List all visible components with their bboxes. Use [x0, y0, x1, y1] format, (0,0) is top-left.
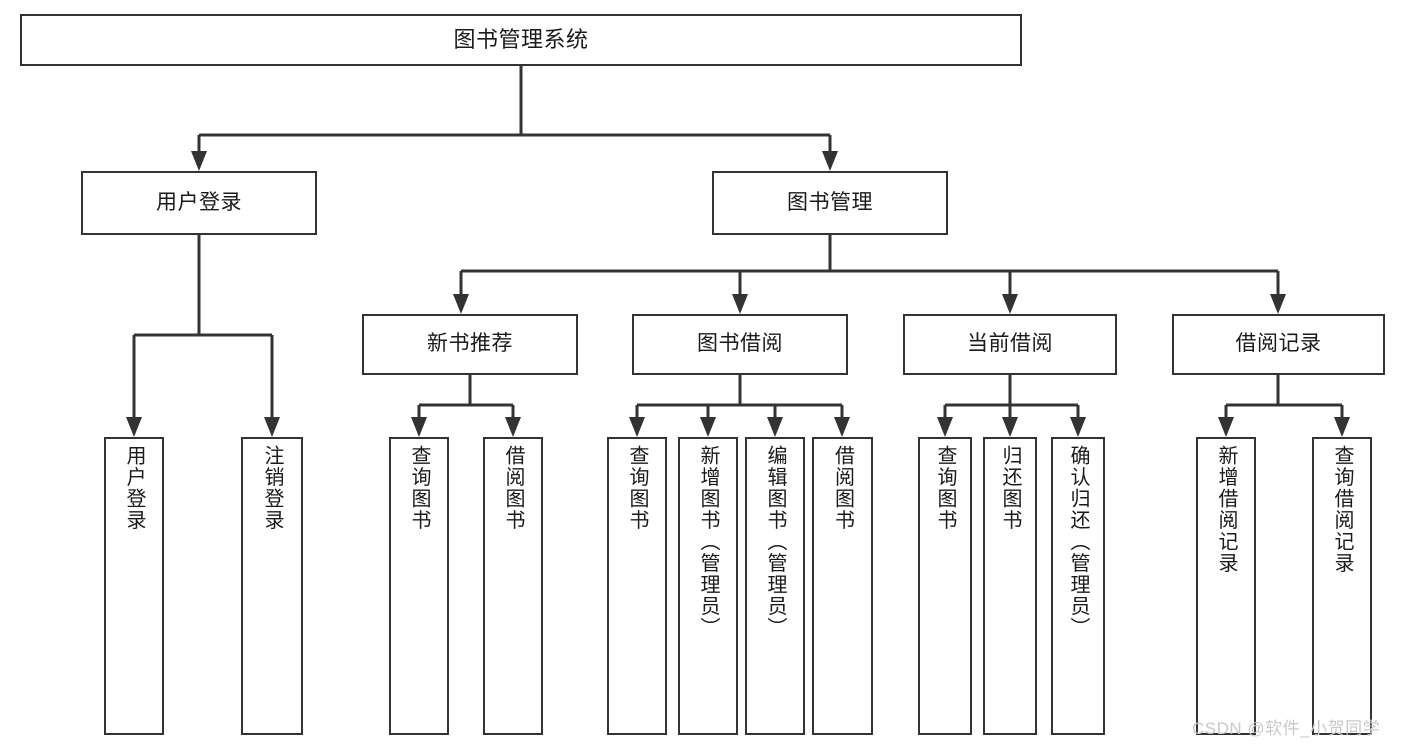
edge-newbook-arrow-0 — [411, 417, 427, 437]
node-leaf-borrow-query[interactable]: 查询图书 — [607, 437, 667, 735]
edge-bookmgmt-arrow-2 — [1002, 294, 1018, 314]
node-label: 新增图书（管理员） — [697, 445, 719, 639]
edge-login-arrow-0 — [126, 417, 142, 437]
edge-borrow-arrow-1 — [700, 417, 716, 437]
node-label: 确认归还（管理员） — [1067, 445, 1089, 639]
node-leaf-user-login[interactable]: 用户登录 — [104, 437, 164, 735]
node-leaf-borrow-add[interactable]: 新增图书（管理员） — [678, 437, 738, 735]
edge-bookmgmt-arrow-3 — [1270, 294, 1286, 314]
node-leaf-record-query[interactable]: 查询借阅记录 — [1312, 437, 1372, 735]
node-label: 借阅图书 — [502, 445, 524, 531]
node-label: 图书管理 — [787, 190, 873, 214]
node-label: 查询图书 — [408, 445, 430, 531]
edge-records-arrow-0 — [1218, 417, 1234, 437]
node-records[interactable]: 借阅记录 — [1172, 314, 1385, 375]
node-leaf-logout[interactable]: 注销登录 — [241, 437, 303, 735]
node-leaf-newbook-query[interactable]: 查询图书 — [389, 437, 449, 735]
node-label: 归还图书 — [999, 445, 1021, 531]
edge-root-arrow-1 — [822, 151, 838, 171]
node-leaf-newbook-borrow[interactable]: 借阅图书 — [483, 437, 543, 735]
node-leaf-current-confirm[interactable]: 确认归还（管理员） — [1051, 437, 1105, 735]
node-label: 编辑图书（管理员） — [764, 445, 786, 639]
node-label: 图书管理系统 — [453, 26, 589, 52]
node-newbook[interactable]: 新书推荐 — [362, 314, 578, 375]
node-label: 查询借阅记录 — [1331, 445, 1353, 574]
node-label: 当前借阅 — [967, 332, 1053, 356]
node-label: 新增借阅记录 — [1215, 445, 1237, 574]
node-leaf-current-query[interactable]: 查询图书 — [918, 437, 972, 735]
edge-records-arrow-1 — [1334, 417, 1350, 437]
edge-current-arrow-1 — [1002, 417, 1018, 437]
node-leaf-borrow-lend[interactable]: 借阅图书 — [812, 437, 873, 735]
edge-current-arrow-0 — [937, 417, 953, 437]
edge-login-arrow-1 — [264, 417, 280, 437]
node-leaf-current-return[interactable]: 归还图书 — [983, 437, 1037, 735]
node-borrow[interactable]: 图书借阅 — [632, 314, 848, 375]
node-label: 新书推荐 — [427, 332, 513, 356]
edge-newbook-arrow-1 — [505, 417, 521, 437]
node-label: 图书借阅 — [697, 332, 783, 356]
node-label: 注销登录 — [261, 445, 283, 531]
node-label: 借阅记录 — [1235, 332, 1322, 356]
node-bookmgmt[interactable]: 图书管理 — [712, 171, 948, 235]
edge-borrow-arrow-2 — [767, 417, 783, 437]
node-root[interactable]: 图书管理系统 — [20, 14, 1022, 66]
edge-borrow-arrow-3 — [834, 417, 850, 437]
edge-bookmgmt-arrow-0 — [453, 294, 469, 314]
edge-root-arrow-0 — [191, 151, 207, 171]
node-leaf-record-add[interactable]: 新增借阅记录 — [1196, 437, 1256, 735]
node-login[interactable]: 用户登录 — [81, 171, 317, 235]
edge-bookmgmt-arrow-1 — [732, 294, 748, 314]
node-label: 查询图书 — [934, 445, 956, 531]
node-label: 用户登录 — [123, 445, 145, 531]
node-leaf-borrow-edit[interactable]: 编辑图书（管理员） — [745, 437, 805, 735]
node-label: 借阅图书 — [831, 445, 854, 531]
node-label: 用户登录 — [156, 190, 242, 214]
edge-borrow-arrow-0 — [629, 417, 645, 437]
edge-current-arrow-2 — [1070, 417, 1086, 437]
node-current[interactable]: 当前借阅 — [903, 314, 1117, 375]
node-label: 查询图书 — [626, 445, 648, 531]
